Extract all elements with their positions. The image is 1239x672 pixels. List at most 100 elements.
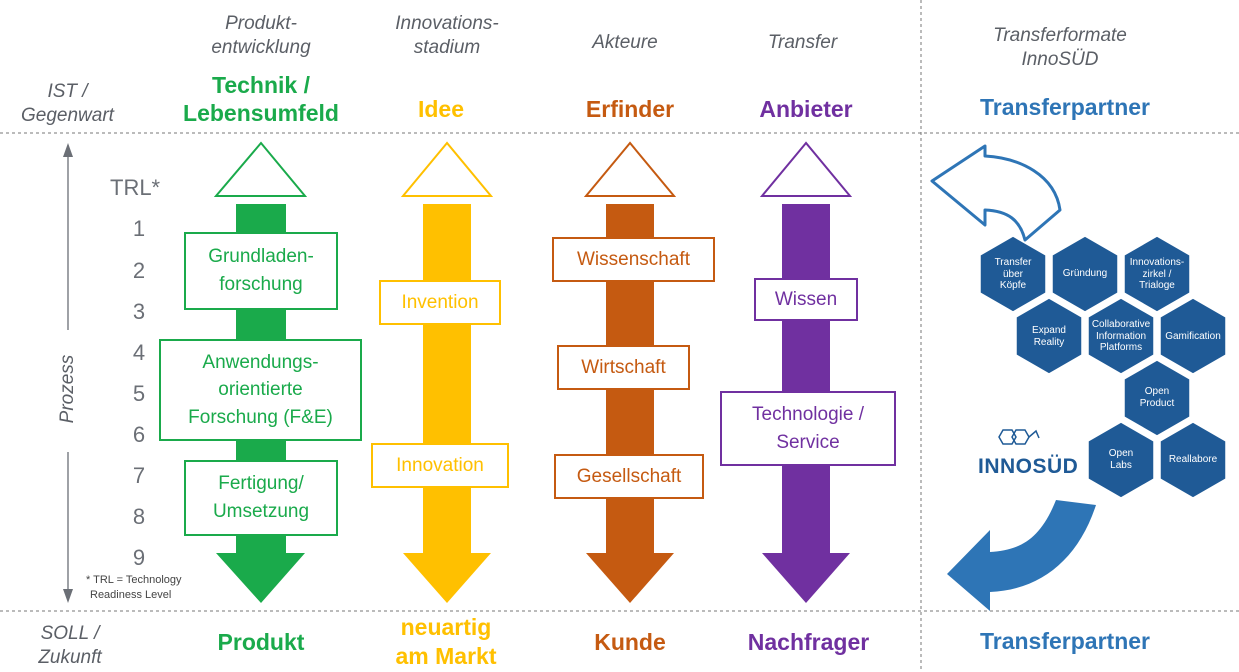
trl-level: 8 <box>132 504 146 529</box>
innosud-logo-text: INNOSÜD <box>978 455 1079 478</box>
hex-line: Trialoge <box>1139 280 1175 291</box>
hex-line: über <box>1002 268 1023 280</box>
row-label-bottom: SOLL / Zukunft <box>20 622 120 670</box>
green-arrowhead <box>216 553 305 603</box>
box-line: Fertigung/ <box>218 473 304 495</box>
hex-line: zirkel / <box>1142 268 1172 280</box>
stage-box: Technologie / Service <box>720 391 896 466</box>
hex-line: Köpfe <box>999 280 1027 291</box>
box-line: forschung <box>219 274 303 295</box>
process-axis-down-arrowhead <box>63 589 73 603</box>
trl-footnote-line2: Readiness Level <box>90 589 172 602</box>
hex-line: Innovations- <box>1129 257 1185 268</box>
column-heading-bottom: Nachfrager <box>747 629 870 655</box>
hexagon <box>1159 297 1227 375</box>
transfer-upper-arrow <box>930 144 1062 242</box>
trl-level: 2 <box>132 258 146 283</box>
orange-arrowhead <box>586 553 674 603</box>
hex-line: Open <box>1108 448 1134 459</box>
hex-line: Open <box>1144 386 1170 397</box>
hexagon <box>1159 421 1227 499</box>
process-label: Prozess <box>57 354 78 424</box>
heading-line2: Lebensumfeld <box>183 99 339 126</box>
column-heading-top: Anbieter <box>759 96 853 122</box>
hex-line: Transfer <box>994 257 1032 268</box>
hexagon <box>1051 235 1119 313</box>
hexagon-label: Transfer über Köpfe <box>976 257 1050 292</box>
category-line1: Produkt- <box>225 13 297 34</box>
column-heading-top: Technik / Lebensumfeld <box>171 72 351 127</box>
hexagon <box>979 235 1047 313</box>
green-triangle <box>213 141 308 197</box>
row-label-top-line2: Gegenwart <box>21 104 114 126</box>
category-transfer-formats: Transferformate InnoSÜD <box>960 24 1160 72</box>
hex-line: Platforms <box>1099 342 1143 353</box>
hex-line: Reality <box>1033 336 1065 348</box>
trl-footnote: * TRL = Technology Readiness Level <box>86 573 182 604</box>
purple-arrow-shaft <box>782 204 830 554</box>
orange-triangle <box>583 141 677 197</box>
hexagon-label: Open Labs <box>1084 448 1158 471</box>
category-actors: Akteure <box>592 32 658 53</box>
hexagon-label: Gamification <box>1165 331 1221 342</box>
stage-box: Invention <box>379 280 501 325</box>
stage-box: Grundladen- forschung <box>184 232 338 310</box>
trl-level: 6 <box>132 422 146 447</box>
hexagon-label: Gründung <box>1062 268 1108 279</box>
trl-level: 1 <box>132 216 146 241</box>
row-label-top-line1: IST / <box>47 81 88 102</box>
hexagon <box>1123 235 1191 313</box>
hexagon-label: Open Product <box>1120 386 1194 409</box>
box-line: Technologie / <box>752 403 864 425</box>
box-line: orientierte <box>218 379 303 401</box>
column-heading-bottom: Produkt <box>217 629 305 655</box>
category-innovation-stage: Innovations- stadium <box>372 12 522 60</box>
trl-level: 3 <box>132 299 146 324</box>
trl-level: 5 <box>132 381 146 406</box>
category-product-development: Produkt- entwicklung <box>191 12 331 60</box>
row-label-top: IST / Gegenwart <box>10 80 125 128</box>
row-label-bottom-line2: Zukunft <box>38 646 102 668</box>
heading-line1: neuartig <box>400 614 492 640</box>
hex-line: Product <box>1139 397 1175 409</box>
purple-arrowhead <box>762 553 850 603</box>
trl-level: 9 <box>132 545 146 570</box>
box-line: Anwendungs- <box>202 351 319 373</box>
stage-box: Anwendungs- orientierte Forschung (F&E) <box>159 339 362 441</box>
transfer-partner-top: Transferpartner <box>979 94 1150 120</box>
box-line: Grundladen- <box>208 246 314 268</box>
hexagon <box>1087 297 1155 375</box>
hexagon <box>1015 297 1083 375</box>
yellow-triangle <box>400 141 494 197</box>
category-line1: Innovations- <box>395 13 499 34</box>
hexagon <box>1123 359 1191 437</box>
column-heading-bottom: neuartig am Markt <box>371 613 521 671</box>
trl-header: TRL* <box>110 175 161 200</box>
process-axis-up-arrowhead <box>63 143 73 157</box>
hex-line: Information <box>1095 330 1147 342</box>
hexagon-label: Collaborative Information Platforms <box>1084 319 1158 354</box>
trl-level: 4 <box>132 340 146 365</box>
category-transfer: Transfer <box>767 32 838 53</box>
hex-line: Labs <box>1110 459 1132 471</box>
category-line2: InnoSÜD <box>1021 48 1099 70</box>
stage-box: Wirtschaft <box>557 345 690 390</box>
trl-level: 7 <box>132 463 146 488</box>
stage-box: Gesellschaft <box>554 454 704 499</box>
stage-box: Wissen <box>754 278 858 321</box>
hexagon-label: Innovations- zirkel / Trialoge <box>1120 257 1194 292</box>
column-heading-top: Erfinder <box>585 96 675 122</box>
column-heading-bottom: Kunde <box>594 629 666 655</box>
box-line: Forschung (F&E) <box>188 406 333 428</box>
stage-box: Fertigung/ Umsetzung <box>184 460 338 536</box>
hexagon <box>1087 421 1155 499</box>
category-line1: Transferformate <box>993 25 1127 46</box>
box-line: Wissen <box>774 288 838 310</box>
hex-line: Expand <box>1032 325 1066 336</box>
column-heading-top: Idee <box>417 96 465 122</box>
hexagon-label: Reallabore <box>1168 454 1218 465</box>
yellow-arrowhead <box>403 553 491 603</box>
category-line2: entwicklung <box>211 36 311 58</box>
row-label-bottom-line1: SOLL / <box>40 623 100 644</box>
category-line2: stadium <box>413 36 481 58</box>
